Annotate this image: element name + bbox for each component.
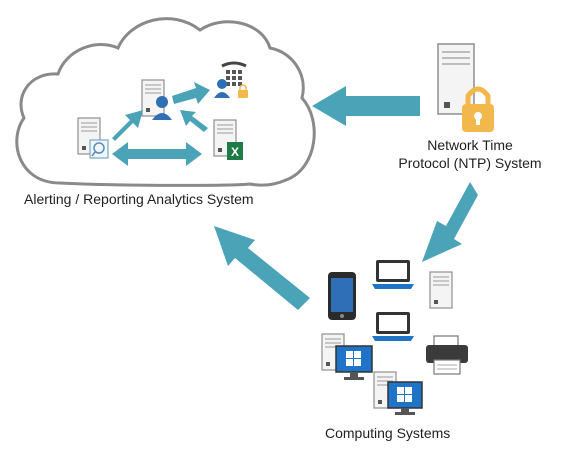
tablet-icon	[328, 272, 356, 320]
arrow-spreadsheet-to-user	[180, 110, 208, 132]
laptop-icon	[372, 260, 414, 289]
arrow-magnifier-to-user	[112, 110, 143, 141]
ntp-server-icon	[437, 43, 475, 115]
arrow-ntp-to-computing	[422, 182, 478, 262]
desktop-windows-icon	[321, 333, 373, 380]
cloud-system-label: Alerting / Reporting Analytics System	[24, 191, 254, 207]
phone-keypad-icon	[214, 61, 248, 98]
desktop-windows-icon	[373, 371, 423, 415]
arrow-user-to-phone	[172, 82, 210, 104]
laptop-icon	[372, 312, 414, 341]
printer-icon	[426, 335, 468, 375]
spreadsheet-letter: X	[231, 145, 239, 159]
ntp-label-line-1: Network Time	[427, 137, 513, 153]
arrow-computing-to-cloud	[214, 226, 310, 310]
padlock-icon	[462, 86, 494, 132]
server-spreadsheet-icon: X	[213, 119, 243, 160]
arrow-ntp-to-cloud	[312, 86, 420, 126]
computing-systems-label: Computing Systems	[325, 425, 451, 441]
server-user-icon	[141, 79, 172, 120]
ntp-system-label: Network Time Protocol (NTP) System	[380, 136, 560, 172]
server-magnifier-icon	[77, 117, 109, 159]
ntp-label-line-2: Protocol (NTP) System	[398, 155, 542, 171]
tower-server-icon	[429, 271, 453, 309]
arrow-bidirectional	[112, 142, 202, 166]
